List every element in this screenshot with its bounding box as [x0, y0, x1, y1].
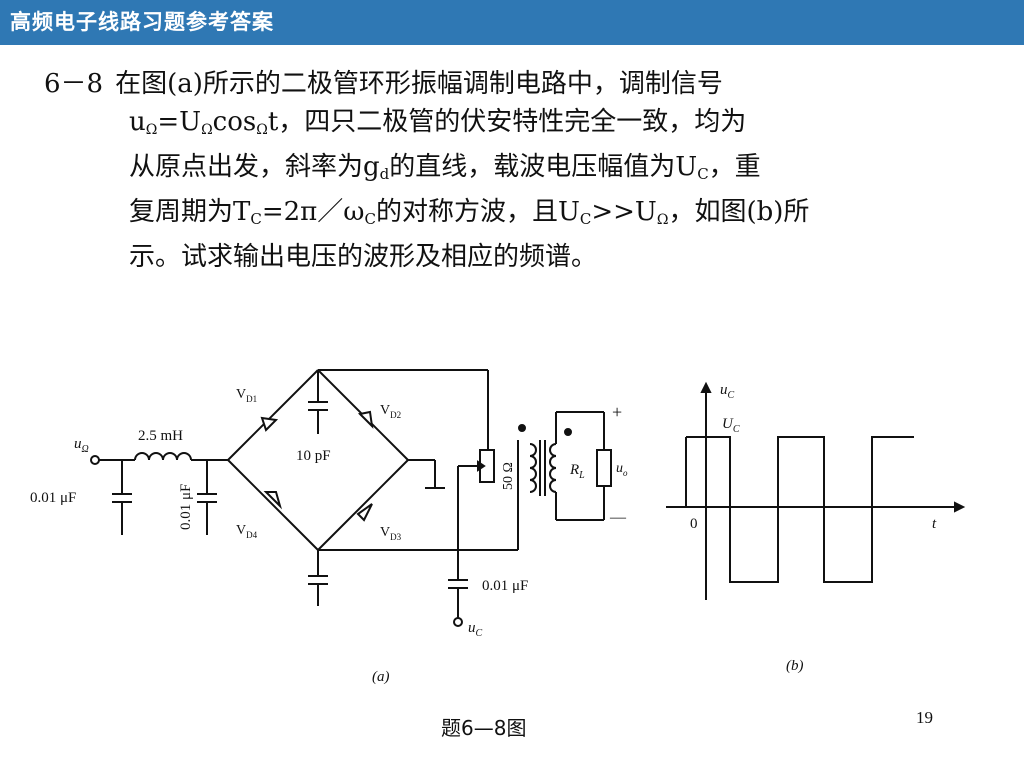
inductor: [134, 452, 192, 461]
problem-line-3-text-c: ，重: [708, 152, 761, 182]
sub-c: C: [364, 209, 376, 228]
problem-line-5: 示。试求输出电压的波形及相应的频谱。: [44, 239, 964, 277]
slide-title: 高频电子线路习题参考答案: [10, 10, 274, 34]
problem-line-3: 从原点出发，斜率为gd的直线，载波电压幅值为UC，重: [44, 149, 964, 194]
carrier-cap-label: 0.01 μF: [482, 578, 528, 594]
minus-sign: —: [609, 509, 627, 526]
diode-d2-label: VD2: [380, 403, 401, 420]
problem-line-1: 6－8 在图(a)所示的二极管环形振幅调制电路中，调制信号: [44, 66, 964, 104]
caption-a: (a): [372, 669, 390, 685]
sub-c: C: [697, 165, 709, 183]
problem-line-3-text-a: 从原点出发，斜率为g: [129, 152, 380, 182]
y-axis-label: uC: [720, 382, 735, 401]
caption-b: (b): [786, 658, 804, 674]
problem-line-4-text-b: =2π／ω: [261, 196, 365, 227]
bridge-arm-d1: [227, 369, 319, 461]
dot-marker: [518, 424, 526, 432]
sub-omega: Ω: [256, 121, 268, 138]
header-bar: 高频电子线路习题参考答案: [0, 0, 1024, 45]
problem-line-4-text-c: 的对称方波，且U: [375, 196, 580, 227]
text-u: u: [129, 106, 146, 137]
diode-d1: [260, 416, 279, 432]
sub-c: C: [250, 209, 262, 228]
sub-omega: Ω: [145, 121, 158, 138]
text-cos: cos: [212, 106, 257, 137]
problem-line-5-text: 示。试求输出电压的波形及相应的频谱。: [129, 242, 598, 272]
plus-sign: +: [612, 402, 622, 422]
problem-line-4-text-a: 复周期为T: [129, 196, 251, 227]
diode-d1-label: VD1: [236, 387, 257, 404]
output-label: uo: [616, 461, 628, 478]
inductor-label: 2.5 mH: [138, 428, 183, 444]
carrier-label: uC: [468, 620, 483, 639]
problem-line-4-text-d: >>U: [591, 196, 657, 227]
diode-d3-label: VD3: [380, 525, 402, 542]
load-resistor: [596, 449, 612, 487]
input-terminal: [90, 455, 100, 465]
problem-line-4-text-e: ，如图(b)所: [668, 196, 810, 227]
text-eq-u: =U: [157, 106, 202, 137]
sub-omega: Ω: [656, 211, 669, 228]
sub-c: C: [579, 209, 592, 228]
cap-top-label: 10 pF: [296, 448, 331, 464]
amplitude-label: UC: [722, 416, 740, 435]
input-label: uΩ: [74, 436, 89, 455]
bridge-arm-d4: [227, 459, 319, 551]
page-number: 19: [916, 708, 933, 727]
cap-left-label: 0.01 μF: [30, 490, 76, 506]
wiper-arrowhead: [477, 460, 486, 472]
sub-d: d: [379, 165, 390, 183]
problem-number: 6－8: [44, 69, 104, 99]
problem-line-2-text: t，四只二极管的伏安特性完全一致，均为: [267, 106, 747, 137]
circuit-a: [90, 369, 966, 627]
dot-marker: [564, 428, 572, 436]
figure-caption: 题6—8图: [441, 716, 527, 740]
diode-d3: [356, 503, 373, 522]
sub-omega: Ω: [201, 121, 213, 138]
square-wave: [686, 436, 914, 583]
diode-d4-label: VD4: [236, 523, 258, 540]
problem-line-3-text-b: 的直线，载波电压幅值为U: [389, 152, 698, 182]
problem-line-1-text: 在图(a)所示的二极管环形振幅调制电路中，调制信号: [115, 69, 723, 99]
bridge-arm-d3: [317, 459, 409, 551]
transformer-primary: [529, 443, 537, 493]
circuit-labels: uΩ 2.5 mH 0.01 μF 0.01 μF 10 pF VD1 VD2 …: [30, 382, 937, 685]
diode-d2: [357, 410, 374, 429]
transformer-secondary: [549, 443, 557, 493]
problem-line-4: 复周期为TC=2π／ωC的对称方波，且UC>>UΩ，如图(b)所: [44, 194, 964, 240]
y-axis-arrow: [700, 381, 712, 393]
problem-line-2: uΩ=UΩcosΩt，四只二极管的伏安特性完全一致，均为: [44, 104, 964, 150]
carrier-terminal: [453, 617, 463, 627]
cap-shunt-label: 0.01 μF: [178, 484, 194, 530]
load-label: RL: [569, 462, 585, 481]
diode-d4: [263, 491, 283, 510]
x-axis-arrow: [954, 501, 966, 513]
pot-label: 50 Ω: [501, 462, 516, 490]
origin-label: 0: [690, 516, 698, 532]
x-axis-label: t: [932, 516, 937, 532]
